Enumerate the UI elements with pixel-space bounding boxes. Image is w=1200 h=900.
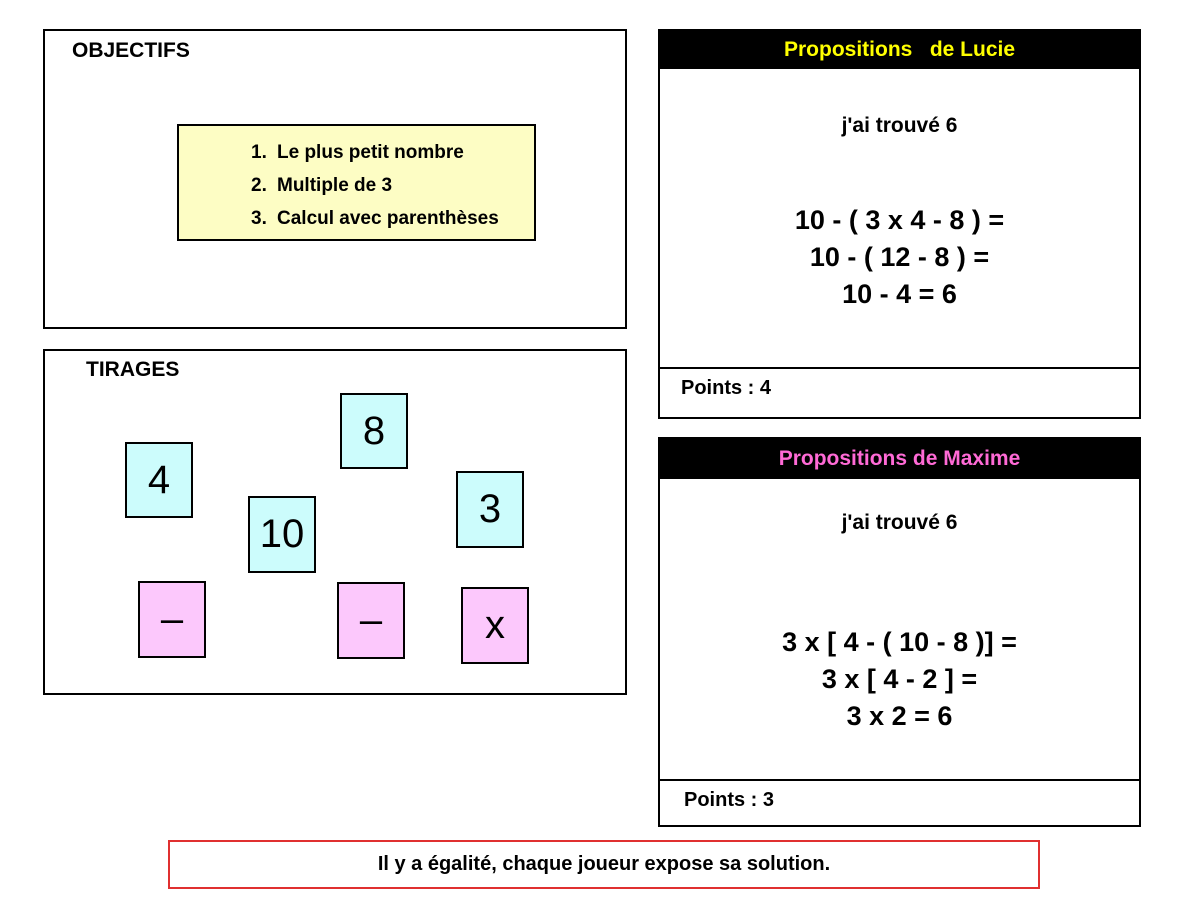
- divider: [660, 367, 1139, 369]
- divider: [660, 779, 1139, 781]
- objective-number: 1.: [251, 142, 267, 163]
- objective-item: 3. Calcul avec parenthèses: [251, 202, 534, 235]
- number-tile[interactable]: 4: [125, 442, 193, 518]
- objectives-panel: OBJECTIFS 1. Le plus petit nombre 2. Multi…: [43, 29, 627, 329]
- objectives-title: OBJECTIFS: [72, 39, 190, 62]
- lucie-found-text: j'ai trouvé 6: [841, 114, 958, 137]
- lucie-proposal-title: Propositions de Lucie: [660, 31, 1139, 69]
- calculation-line: 10 - 4 = 6: [842, 279, 957, 309]
- maxime-points: Points : 3: [684, 789, 775, 811]
- draws-title: TIRAGES: [86, 358, 180, 381]
- maxime-found-text: j'ai trouvé 6: [841, 511, 958, 534]
- number-tile[interactable]: 3: [456, 471, 524, 548]
- calculation-line: 3 x 2 = 6: [846, 701, 953, 731]
- operator-tile[interactable]: x: [461, 587, 529, 664]
- objective-item: 2. Multiple de 3: [251, 169, 534, 202]
- calculation-line: 10 - ( 12 - 8 ) =: [809, 242, 990, 272]
- objectives-list: 1. Le plus petit nombre 2. Multiple de 3 3…: [179, 136, 534, 235]
- lucie-proposal-panel: Propositions de Lucie j'ai trouvé 6 10 -…: [658, 29, 1141, 419]
- objective-item: 1. Le plus petit nombre: [251, 136, 534, 169]
- objective-text: Calcul avec parenthèses: [277, 208, 499, 229]
- objective-number: 3.: [251, 208, 267, 229]
- calculation-line: 3 x [ 4 - ( 10 - 8 )] =: [782, 627, 1017, 657]
- objectives-list-box: 1. Le plus petit nombre 2. Multiple de 3 3…: [177, 124, 536, 241]
- number-tile[interactable]: 10: [248, 496, 316, 573]
- calculation-line: 10 - ( 3 x 4 - 8 ) =: [794, 205, 1005, 235]
- operator-tile[interactable]: –: [138, 581, 206, 658]
- objective-text: Multiple de 3: [277, 175, 393, 196]
- maxime-proposal-title: Propositions de Maxime: [660, 439, 1139, 479]
- objective-number: 2.: [251, 175, 267, 196]
- lucie-calculation: 10 - ( 3 x 4 - 8 ) = 10 - ( 12 - 8 ) = 1…: [660, 202, 1139, 313]
- draws-panel: TIRAGES 4 10 8 3 – – x: [43, 349, 627, 695]
- lucie-points: Points : 4: [681, 377, 772, 399]
- number-tile[interactable]: 8: [340, 393, 408, 469]
- maxime-proposal-panel: Propositions de Maxime j'ai trouvé 6 3 x…: [658, 437, 1141, 827]
- maxime-calculation: 3 x [ 4 - ( 10 - 8 )] = 3 x [ 4 - 2 ] = …: [660, 624, 1139, 735]
- objective-text: Le plus petit nombre: [277, 142, 464, 163]
- result-message: Il y a égalité, chaque joueur expose sa …: [168, 840, 1040, 889]
- calculation-line: 3 x [ 4 - 2 ] =: [821, 664, 978, 694]
- operator-tile[interactable]: –: [337, 582, 405, 659]
